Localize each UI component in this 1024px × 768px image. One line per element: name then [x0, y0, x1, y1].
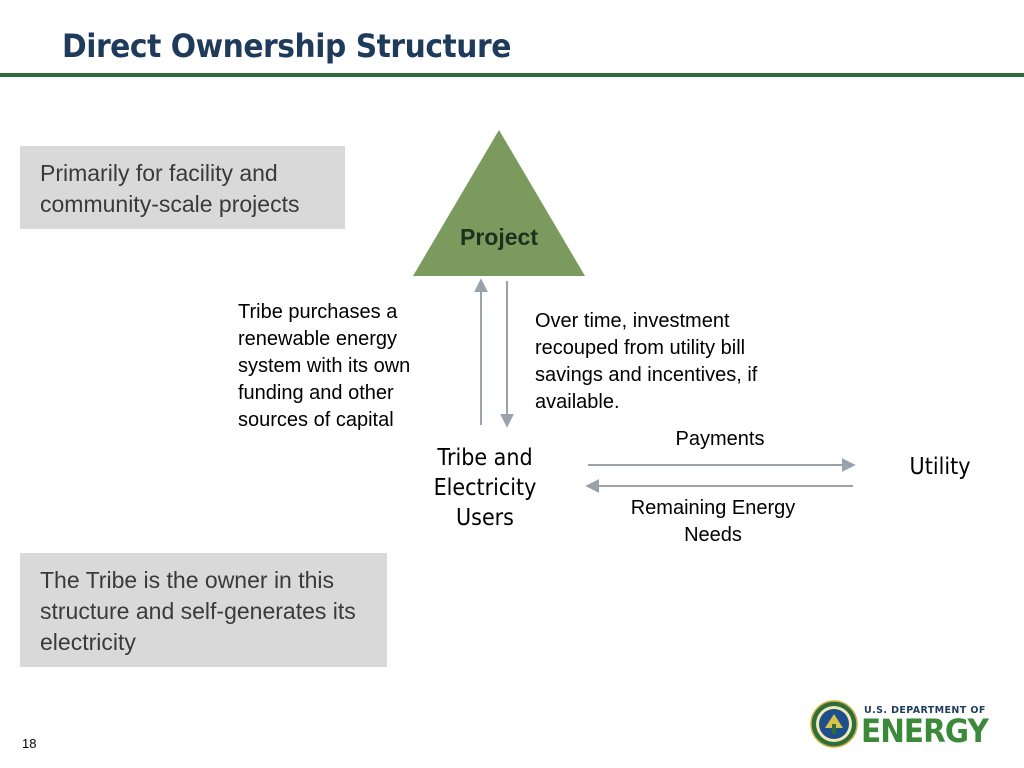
- doe-logo-dept: U.S. DEPARTMENT OF: [864, 705, 986, 716]
- remaining-energy-label: Remaining Energy Needs: [630, 497, 796, 546]
- doe-logo-wordmark: ENERGY: [861, 712, 989, 750]
- note-box-ownership: The Tribe is the owner in this structure…: [20, 553, 387, 667]
- title-divider: [0, 73, 1024, 77]
- doe-seal-icon: [810, 700, 858, 748]
- note-box-scale: Primarily for facility and community-sca…: [20, 146, 345, 229]
- project-label: Project: [460, 224, 538, 250]
- project-node: Project: [413, 130, 585, 276]
- project-triangle: [413, 130, 585, 276]
- tribe-node-label: Tribe and Electricity Users: [433, 445, 537, 531]
- page-number: 18: [22, 736, 37, 751]
- recoup-description: Over time, investment recouped from util…: [535, 310, 758, 413]
- utility-node-label: Utility: [909, 454, 971, 480]
- purchase-description: Tribe purchases a renewable energy syste…: [238, 301, 411, 431]
- payments-label: Payments: [675, 428, 765, 450]
- slide-title: Direct Ownership Structure: [62, 27, 511, 65]
- doe-logo: U.S. DEPARTMENT OF ENERGY: [810, 700, 995, 752]
